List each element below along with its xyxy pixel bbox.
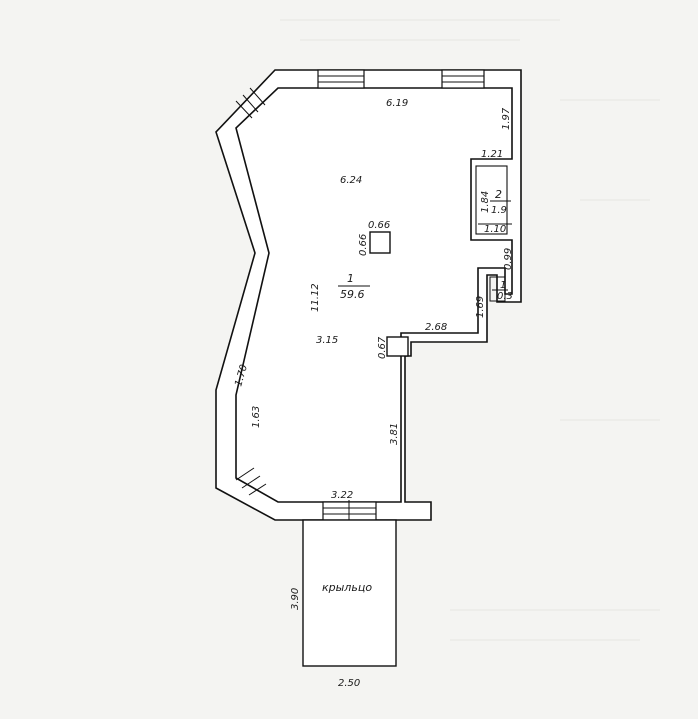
dim-bottom-width: 3.22 <box>331 490 353 501</box>
porch-label: крыльцо <box>322 581 372 594</box>
dim-column-size: 0.66 <box>368 220 390 231</box>
pillar <box>386 336 409 357</box>
dim-top-width: 6.19 <box>386 98 408 109</box>
window-bay-upper <box>235 87 266 119</box>
dim-inner-width: 6.24 <box>340 175 362 186</box>
window-top-left <box>317 69 365 89</box>
room-2-number: 2 <box>495 188 502 201</box>
room-1-number: 1 <box>347 272 354 285</box>
dim-pillar-side: 0.67 <box>377 336 388 359</box>
dim-step-width: 2.68 <box>425 322 447 333</box>
column <box>369 231 391 254</box>
dim-closet-side: 1.84 <box>480 191 491 213</box>
room-1-area: 59.6 <box>340 288 365 301</box>
window-bay-lower <box>235 467 267 496</box>
inner-wall <box>235 87 513 503</box>
dim-closet-top: 1.21 <box>481 149 503 160</box>
dim-left-width: 3.15 <box>316 335 338 346</box>
closet-inner <box>475 165 508 235</box>
room-2-area: 1.9 <box>491 205 507 216</box>
dim-height: 11.12 <box>310 283 321 312</box>
dim-passage: 3.81 <box>389 423 400 445</box>
dim-porch-depth: 3.90 <box>290 588 301 610</box>
dim-diag-lower: 1.63 <box>251 406 262 428</box>
window-top-right <box>441 69 485 89</box>
dim-closet-bottom: 1.10 <box>484 224 506 235</box>
porch <box>302 519 397 667</box>
dim-right-upper: 1.97 <box>501 107 512 130</box>
dim-porch-width: 2.50 <box>338 678 360 689</box>
background-texture <box>280 19 660 641</box>
dim-column-side: 0.66 <box>358 234 369 256</box>
dim-small-value: 1 <box>500 280 506 291</box>
niche <box>489 276 506 302</box>
dim-right-lower: 1.69 <box>475 296 486 318</box>
dim-small-side: 0.99 <box>503 248 514 270</box>
dim-small-bottom: 0.3 <box>497 291 513 302</box>
